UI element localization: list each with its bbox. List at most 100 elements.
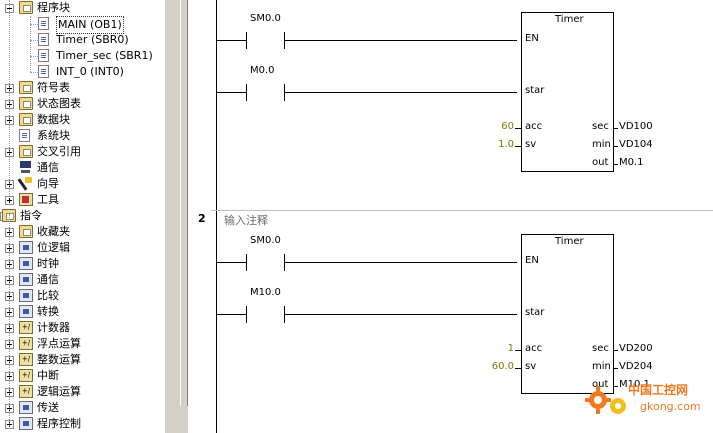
tree-item-label: 收藏夹	[37, 225, 70, 238]
input-constant[interactable]: 1	[507, 343, 514, 354]
input-constant[interactable]: 60.0	[491, 361, 514, 372]
tree-item[interactable]: 系统块	[0, 128, 165, 144]
tree-item[interactable]: INT_0 (INT0)	[0, 64, 165, 80]
input-constant[interactable]: 1.0	[498, 139, 514, 150]
input-pin-name: acc	[525, 343, 543, 354]
folder-icon	[19, 145, 33, 158]
pin-stub	[614, 128, 618, 129]
input-pin-name: sv	[525, 139, 537, 150]
page-icon	[38, 49, 49, 62]
tree-item-label: 传送	[37, 401, 59, 414]
tree-item[interactable]: 程序块	[0, 0, 165, 16]
input-pin-name: star	[525, 307, 545, 318]
network-separator	[211, 210, 713, 211]
output-pin-name: min	[592, 139, 611, 150]
tree-item-label: 交叉引用	[37, 145, 81, 158]
output-address[interactable]: VD204	[619, 361, 653, 372]
pin-stub	[515, 128, 521, 129]
tree-item-label: INT_0 (INT0)	[56, 65, 124, 78]
tree-item[interactable]: 转换	[0, 304, 165, 320]
contact-address[interactable]: SM0.0	[250, 13, 281, 24]
output-address[interactable]: VD100	[619, 121, 653, 132]
tree-scrollbar[interactable]	[165, 0, 180, 433]
tree-item-label: 工具	[37, 193, 59, 206]
input-pin-name: star	[525, 85, 545, 96]
output-pin-name: min	[592, 361, 611, 372]
gear-icon	[585, 386, 626, 414]
scrollbar-corner	[165, 406, 188, 433]
pin-stub	[614, 386, 618, 387]
rung-wire	[216, 92, 246, 93]
contact-address[interactable]: M10.0	[250, 287, 281, 298]
tree-item[interactable]: 符号表	[0, 80, 165, 96]
blue-icon	[19, 289, 33, 302]
tree-item[interactable]: 通信	[0, 272, 165, 288]
tree-item[interactable]: +/ 逻辑运算	[0, 384, 165, 400]
project-tree: 程序块 MAIN (OB1)Timer (SBR0)Timer_sec (SBR1…	[0, 0, 165, 433]
tree-item[interactable]: 向导	[0, 176, 165, 192]
block-en-pin: EN	[525, 255, 539, 266]
tree-item[interactable]: Timer_sec (SBR1)	[0, 48, 165, 64]
tree-item[interactable]: 数据块	[0, 112, 165, 128]
tree-item[interactable]: 工具	[0, 192, 165, 208]
tree-item[interactable]: +/中断	[0, 368, 165, 384]
output-pin-name: out	[592, 157, 609, 168]
network-gutter	[188, 0, 211, 433]
tree-item[interactable]: +/整数运算	[0, 352, 165, 368]
output-address[interactable]: VD200	[619, 343, 653, 354]
folder-icon	[19, 1, 33, 14]
tree-item[interactable]: +/计数器	[0, 320, 165, 336]
output-address[interactable]: VD104	[619, 139, 653, 150]
rung-wire	[284, 262, 517, 263]
pin-stub	[515, 368, 521, 369]
contact-address[interactable]: M0.0	[250, 65, 275, 76]
page-icon	[38, 33, 49, 46]
timer-block[interactable]	[521, 12, 614, 172]
tree-item-label: 通信	[37, 273, 59, 286]
lbl-icon: +/	[19, 353, 33, 366]
lbl-icon: +/	[19, 337, 33, 350]
tree-item[interactable]: MAIN (OB1)	[0, 16, 165, 34]
wiz-icon	[19, 177, 33, 190]
network-comment[interactable]: 输入注释	[224, 214, 268, 227]
pane-splitter[interactable]	[180, 0, 188, 433]
tree-item-label: 转换	[37, 305, 59, 318]
tree-item[interactable]: 位逻辑	[0, 240, 165, 256]
tree-item[interactable]: +/ 浮点运算	[0, 336, 165, 352]
pin-stub	[515, 146, 521, 147]
tree-item[interactable]: Timer (SBR0)	[0, 32, 165, 48]
tree-item[interactable]: 时钟	[0, 256, 165, 272]
watermark-domain: gkong.com	[640, 400, 701, 413]
tree-item-label: 向导	[37, 177, 59, 190]
folder-icon	[19, 113, 33, 126]
input-constant[interactable]: 60	[501, 121, 514, 132]
tree-connector	[30, 16, 31, 72]
tree-item-label: 比较	[37, 289, 59, 302]
tree-item[interactable]: 程序控制	[0, 416, 165, 432]
tree-item[interactable]: 比较	[0, 288, 165, 304]
pin-stub	[614, 146, 618, 147]
tree-item[interactable]: 通信	[0, 160, 165, 176]
output-address[interactable]: M10.1	[619, 379, 650, 390]
tree-item-label: 程序块	[37, 1, 70, 14]
tool-icon	[19, 193, 33, 206]
lbl-icon: +/	[19, 385, 33, 398]
tree-item-label: 逻辑运算	[37, 385, 81, 398]
block-title: Timer	[555, 14, 584, 25]
contact-bar	[246, 32, 247, 49]
tree-item[interactable]: 状态图表	[0, 96, 165, 112]
timer-block[interactable]	[521, 234, 614, 394]
block-en-pin: EN	[525, 33, 539, 44]
tree-item[interactable]: 交叉引用	[0, 144, 165, 160]
tree-item[interactable]: 收藏夹	[0, 224, 165, 240]
tree-item[interactable]: 指令	[0, 208, 165, 224]
tree-item-label: 浮点运算	[37, 337, 81, 350]
tree-item[interactable]: 传送	[0, 400, 165, 416]
expand-icon[interactable]	[5, 196, 14, 205]
rung-wire	[216, 40, 246, 41]
contact-address[interactable]: SM0.0	[250, 235, 281, 246]
output-address[interactable]: M0.1	[619, 157, 644, 168]
input-pin-name: acc	[525, 121, 543, 132]
tree-connector	[9, 0, 10, 196]
